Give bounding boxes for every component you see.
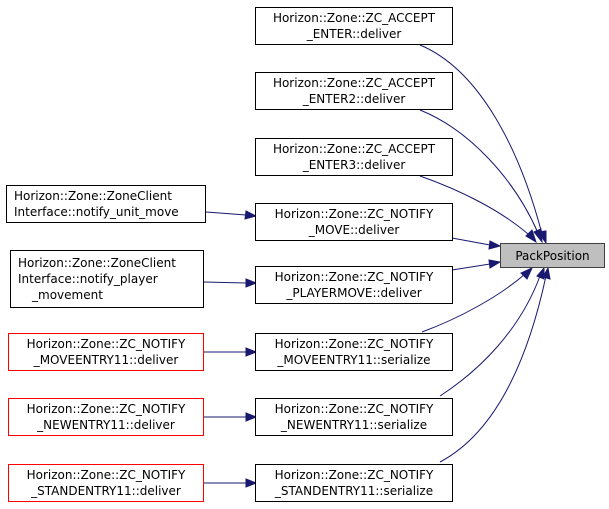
node-zc-accept-enter2-deliver[interactable]: Horizon::Zone::ZC_ACCEPT _ENTER2::delive… — [255, 72, 453, 110]
edge-moveentry11-serialize-to-packposition — [421, 273, 526, 333]
edge-accept-enter-to-packposition — [419, 44, 543, 235]
node-label-line: _movement — [32, 288, 103, 302]
node-zc-notify-newentry11-serialize[interactable]: Horizon::Zone::ZC_NOTIFY _NEWENTRY11::se… — [255, 398, 453, 436]
arrowhead-newentry11-serialize — [536, 266, 545, 280]
node-label-line: _NEWENTRY11::deliver — [37, 418, 175, 432]
node-label-line: _MOVEENTRY11::deliver — [33, 353, 179, 367]
arrowhead-accept-enter3 — [525, 229, 537, 244]
node-label-line: Horizon::Zone::ZC_NOTIFY — [274, 270, 434, 284]
edge-notify-unit-move-to-notify-move — [205, 211, 247, 216]
node-label-line: Horizon::Zone::ZC_ACCEPT — [272, 142, 436, 156]
node-label-line: _MOVE::deliver — [308, 223, 400, 237]
edge-notify-player-movement-to-notify-playermove — [203, 281, 247, 284]
node-packposition-label: PackPosition — [515, 248, 590, 263]
arrowhead-moveentry11-serialize — [520, 266, 534, 280]
edge-notify-playermove-to-packposition — [451, 263, 491, 271]
arrowhead-notify-unit-move — [244, 210, 258, 220]
node-label-line: _ENTER3::deliver — [302, 158, 406, 172]
arrowhead-notify-move — [488, 240, 502, 250]
node-label-line: _ENTER::deliver — [306, 27, 402, 41]
arrowhead-standentry11-serialize — [542, 266, 551, 280]
node-label-line: _STANDENTRY11::serialize — [274, 484, 434, 498]
node-zc-notify-moveentry11-serialize[interactable]: Horizon::Zone::ZC_NOTIFY _MOVEENTRY11::s… — [255, 333, 453, 371]
node-label-line: Horizon::Zone::ZC_ACCEPT — [272, 76, 436, 90]
arrowhead-notify-playermove — [488, 259, 502, 269]
node-zc-accept-enter3-deliver[interactable]: Horizon::Zone::ZC_ACCEPT _ENTER3::delive… — [255, 138, 453, 176]
node-label-line: Horizon::Zone::ZC_NOTIFY — [26, 468, 186, 482]
edge-notify-move-to-packposition — [451, 237, 491, 246]
node-label-line: Horizon::Zone::ZC_NOTIFY — [26, 402, 186, 416]
arrowhead-moveentry11-deliver — [245, 347, 258, 357]
node-zoneclient-notify-unit-move[interactable]: Horizon::Zone::ZoneClient Interface::not… — [6, 185, 206, 223]
arrowhead-standentry11-deliver — [245, 478, 258, 488]
arrowhead-newentry11-deliver — [245, 412, 258, 422]
node-label-line: Horizon::Zone::ZC_ACCEPT — [272, 11, 436, 25]
node-zc-notify-moveentry11-deliver[interactable]: Horizon::Zone::ZC_NOTIFY _MOVEENTRY11::d… — [8, 333, 204, 371]
node-label-line: _NEWENTRY11::serialize — [280, 418, 428, 432]
node-label-line: Horizon::Zone::ZC_NOTIFY — [274, 207, 434, 221]
node-zc-accept-enter-deliver[interactable]: Horizon::Zone::ZC_ACCEPT _ENTER::deliver — [255, 7, 453, 45]
node-label-line: Horizon::Zone::ZC_NOTIFY — [26, 337, 186, 351]
node-zc-notify-standentry11-deliver[interactable]: Horizon::Zone::ZC_NOTIFY _STANDENTRY11::… — [8, 464, 204, 502]
node-label-line: Interface::notify_unit_move — [14, 205, 179, 219]
arrowhead-accept-enter2 — [533, 228, 543, 244]
edge-accept-enter2-to-packposition — [419, 109, 539, 234]
node-label-line: _ENTER2::deliver — [302, 92, 406, 106]
node-label-line: Horizon::Zone::ZC_NOTIFY — [274, 468, 434, 482]
node-zc-notify-move-deliver[interactable]: Horizon::Zone::ZC_NOTIFY _MOVE::deliver — [255, 203, 453, 241]
edge-standentry11-serialize-to-packposition — [439, 275, 547, 463]
arrowhead-notify-player-movement — [245, 278, 258, 288]
node-label-line: _STANDENTRY11::deliver — [31, 484, 181, 498]
node-zc-notify-playermove-deliver[interactable]: Horizon::Zone::ZC_NOTIFY _PLAYERMOVE::de… — [255, 266, 453, 304]
node-label-line: Horizon::Zone::ZoneClient — [18, 256, 176, 270]
edge-accept-enter3-to-packposition — [419, 175, 529, 235]
node-packposition: PackPosition — [500, 243, 605, 268]
node-zc-notify-standentry11-serialize[interactable]: Horizon::Zone::ZC_NOTIFY _STANDENTRY11::… — [255, 464, 453, 502]
node-label-line: Interface::notify_player — [18, 272, 158, 286]
node-label-line: Horizon::Zone::ZoneClient — [14, 189, 172, 203]
node-zc-notify-newentry11-deliver[interactable]: Horizon::Zone::ZC_NOTIFY _NEWENTRY11::de… — [8, 398, 204, 436]
node-label-line: _MOVEENTRY11::serialize — [277, 353, 431, 367]
node-label-line: _PLAYERMOVE::deliver — [286, 286, 422, 300]
node-label-line: Horizon::Zone::ZC_NOTIFY — [274, 337, 434, 351]
node-label-line: Horizon::Zone::ZC_NOTIFY — [274, 402, 434, 416]
node-zoneclient-notify-player-movement[interactable]: Horizon::Zone::ZoneClient Interface::not… — [10, 250, 204, 308]
edge-newentry11-serialize-to-packposition — [439, 275, 541, 397]
